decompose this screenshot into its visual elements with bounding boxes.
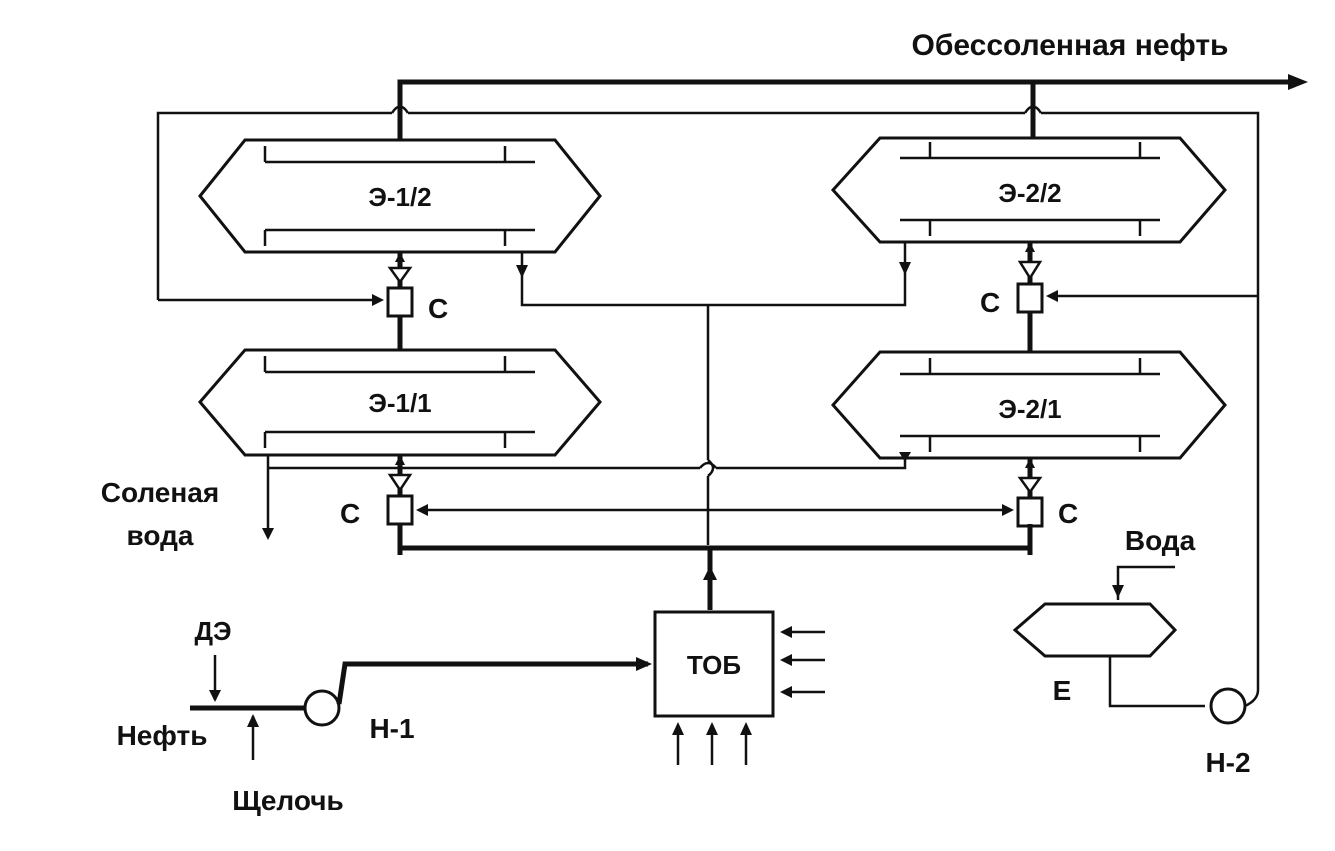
mixer-bottom-left bbox=[386, 494, 414, 526]
vessel-e22: Э-2/2 bbox=[830, 136, 1227, 244]
pump-h1-icon bbox=[303, 689, 341, 727]
vessel-e22-label: Э-2/2 bbox=[998, 178, 1061, 208]
pump-h2-label: Н-2 bbox=[1205, 747, 1250, 778]
desalted-oil-output-line bbox=[397, 74, 1308, 140]
mixer-bottom-left-label: С bbox=[340, 498, 360, 529]
mixer-top-left bbox=[386, 286, 414, 318]
mixer-top-right-label: С bbox=[980, 287, 1000, 318]
recycle-thin-loop bbox=[156, 105, 1260, 690]
mixer-bottom-right bbox=[1016, 496, 1044, 528]
tank-e-label: Е bbox=[1053, 675, 1072, 706]
vessel-e21-label: Э-2/1 bbox=[998, 394, 1061, 424]
water-label: Вода bbox=[1125, 525, 1196, 556]
pump-h1-label: Н-1 bbox=[369, 713, 414, 744]
mixer-top-left-label: С bbox=[428, 293, 448, 324]
feed-line bbox=[190, 655, 652, 760]
water-supply bbox=[1012, 565, 1260, 725]
pump-h2-icon bbox=[1209, 687, 1247, 725]
tob-block: ТОБ bbox=[653, 610, 825, 765]
desalted-oil-label: Обессоленная нефть bbox=[911, 29, 1228, 62]
vessel-e12: Э-1/2 bbox=[198, 138, 602, 254]
mixer-bottom-right-label: С bbox=[1058, 498, 1078, 529]
oil-label: Нефть bbox=[117, 720, 208, 751]
vessel-e11-label: Э-1/1 bbox=[368, 388, 431, 418]
demulsifier-label: ДЭ bbox=[194, 616, 231, 646]
tob-label: ТОБ bbox=[687, 650, 741, 680]
salt-water-label-1: Соленая bbox=[101, 477, 219, 508]
vessel-e11: Э-1/1 bbox=[198, 348, 602, 457]
vessel-e21: Э-2/1 bbox=[830, 350, 1227, 460]
alkali-label: Щелочь bbox=[232, 785, 343, 816]
middle-piping bbox=[268, 242, 1033, 610]
salt-water-label-2: вода bbox=[127, 520, 194, 551]
mixer-top-right bbox=[1016, 282, 1044, 314]
vessel-e12-label: Э-1/2 bbox=[368, 182, 431, 212]
